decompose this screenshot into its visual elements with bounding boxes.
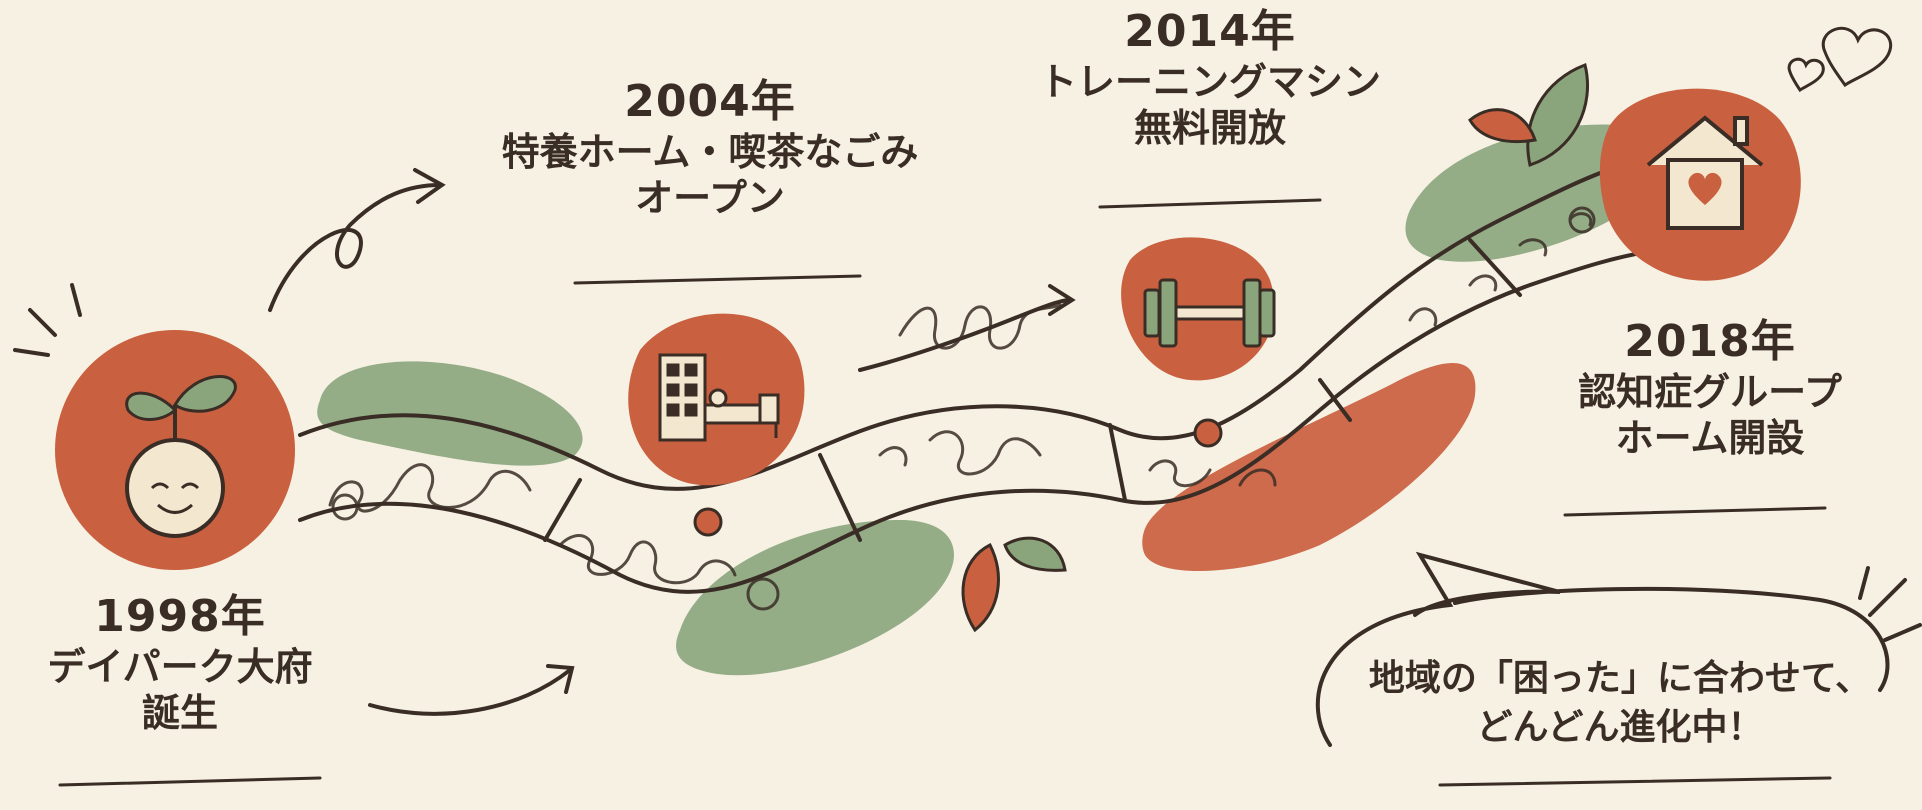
- underline: [1563, 506, 1827, 517]
- burst-line: [28, 308, 57, 337]
- building-bed-icon: [658, 353, 780, 442]
- squiggle: [878, 430, 1042, 476]
- milestone-text: 認知症グループ: [1578, 369, 1842, 414]
- road-divider: [818, 453, 862, 542]
- underline: [1098, 198, 1322, 209]
- milestone-label-2018: 2018年 認知症グループ ホーム開設: [1540, 315, 1880, 461]
- milestone-text: オープン: [635, 176, 785, 221]
- milestone-label-2014: 2014年 トレーニングマシン 無料開放: [1000, 5, 1420, 151]
- squiggle: [898, 303, 1062, 350]
- burst-line: [1868, 578, 1907, 617]
- milestone-icon-2014: [1121, 237, 1276, 381]
- doodle-circle: [1568, 206, 1596, 234]
- terracotta-blob: [1142, 362, 1476, 572]
- leaves: [961, 63, 1590, 633]
- milestone-icon-2004: [628, 313, 805, 486]
- underline: [1438, 776, 1832, 787]
- milestone-text: デイパーク大府: [47, 644, 313, 689]
- milestone-dots: [693, 418, 1223, 537]
- speech-bubble: [13, 283, 1922, 747]
- milestone-icon-2018: [1599, 88, 1801, 281]
- milestone-year: 2004年: [624, 76, 796, 127]
- doodle-circle: [746, 577, 780, 611]
- leaf-icon: [961, 542, 1000, 633]
- leaf-icon: [1526, 63, 1590, 167]
- road-divider: [543, 478, 582, 542]
- burst-line: [70, 283, 82, 317]
- burst-line: [1858, 566, 1870, 600]
- underline: [573, 274, 862, 285]
- road-upper-edge: [298, 158, 1642, 491]
- milestone-label-2004: 2004年 特養ホーム・喫茶なごみ オープン: [460, 75, 960, 221]
- speech-bubble-text: 地域の「困った」に合わせて、 どんどん進化中！: [1335, 655, 1905, 752]
- heart-icon: [1787, 57, 1825, 93]
- arrows: [268, 168, 1076, 716]
- burst-line: [13, 348, 50, 357]
- milestone-year: 2018年: [1624, 316, 1796, 367]
- milestone-year: 2014年: [1124, 6, 1296, 57]
- road-divider: [1318, 378, 1352, 422]
- road-divider: [1108, 423, 1127, 502]
- squiggle: [1148, 459, 1277, 488]
- speech-line: 地域の「困った」に合わせて、: [1368, 658, 1872, 699]
- arrow: [858, 298, 1072, 372]
- leaf-icon: [1468, 108, 1537, 144]
- arrow-head: [413, 168, 446, 204]
- milestone-text: 特養ホーム・喫茶なごみ: [501, 129, 919, 174]
- squiggle: [1408, 212, 1593, 327]
- speech-line: どんどん進化中！: [1476, 706, 1764, 748]
- squiggle: [328, 463, 532, 513]
- background-blobs: [317, 124, 1662, 676]
- squiggle: [558, 534, 737, 585]
- burst-line: [1883, 623, 1922, 642]
- hearts: [1787, 26, 1892, 93]
- arrow-head: [1048, 284, 1076, 316]
- arrow: [368, 668, 572, 716]
- milestone-year: 1998年: [94, 591, 266, 642]
- green-blob: [676, 520, 954, 676]
- house-heart-icon: [1646, 115, 1764, 230]
- sprout-baby-icon: [125, 375, 237, 538]
- milestone-dot: [693, 507, 723, 537]
- milestone-text: ホーム開設: [1615, 416, 1805, 461]
- milestone-label-1998: 1998年 デイパーク大府 誕生: [20, 590, 340, 736]
- milestone-dot: [1193, 418, 1223, 448]
- green-blob: [317, 361, 583, 466]
- milestone-icon-1998: [55, 330, 295, 570]
- road-divider: [1468, 238, 1522, 297]
- squiggle-doodles: [328, 206, 1596, 611]
- arrow-head: [546, 664, 575, 694]
- underline: [58, 776, 322, 787]
- underlines: [58, 198, 1832, 787]
- speech-bubble-outline: [1315, 551, 1890, 747]
- arrow: [268, 183, 442, 312]
- leaf-icon: [1003, 536, 1067, 572]
- milestone-text: トレーニングマシン: [1038, 59, 1381, 104]
- dumbbell-icon: [1143, 278, 1276, 348]
- milestone-text: 誕生: [141, 691, 218, 736]
- milestone-text: 無料開放: [1133, 106, 1286, 151]
- green-blob: [1405, 124, 1662, 262]
- heart-icon: [1821, 26, 1892, 88]
- doodle-circle: [331, 493, 359, 521]
